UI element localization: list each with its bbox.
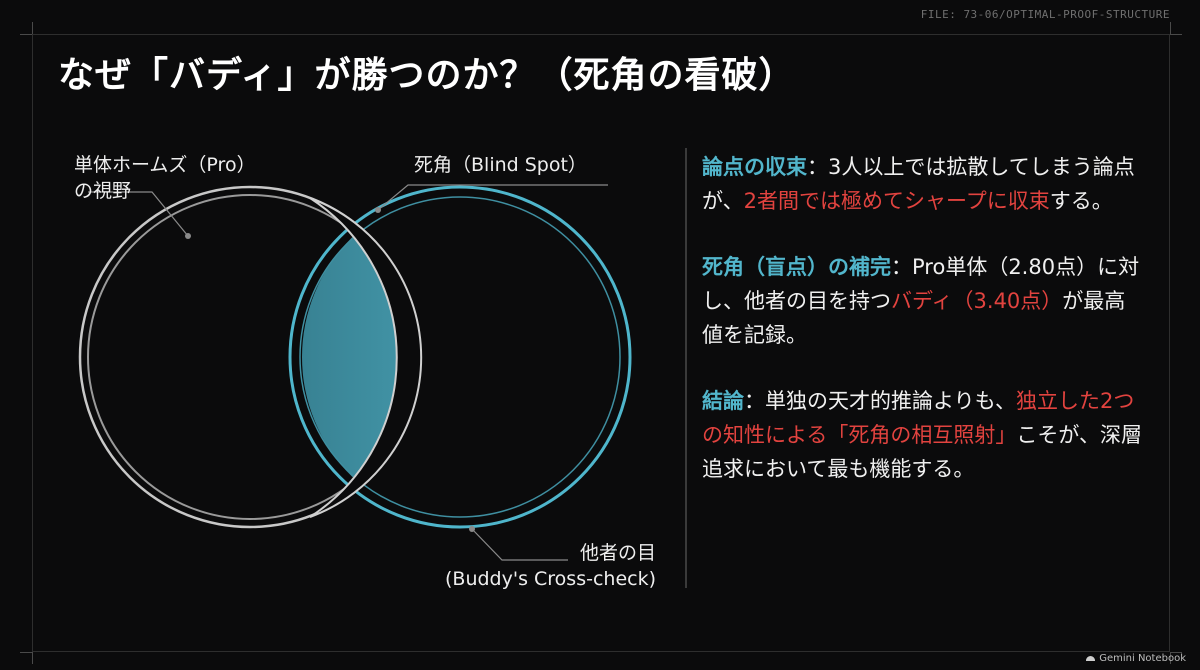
frame-tick: [20, 652, 32, 653]
label-other-line1: 他者の目: [579, 542, 656, 564]
explanation-panel: 論点の収束：3人以上では拡散してしまう論点が、2者間では極めてシャープに収束する…: [702, 150, 1142, 518]
leader-line-other: [471, 528, 568, 561]
leader-line-blind: [377, 184, 608, 211]
frame-tick: [32, 22, 33, 34]
point-head: 結論: [702, 389, 744, 413]
other-eye-circle: [288, 185, 632, 529]
venn-svg: [78, 184, 632, 561]
frame-tick: [20, 34, 32, 35]
other-eye-inner-ring: [299, 196, 621, 518]
panel-divider: [685, 148, 687, 588]
point-convergence: 論点の収束：3人以上では拡散してしまう論点が、2者間では極めてシャープに収束する…: [702, 150, 1142, 218]
point-sep: ：: [744, 389, 765, 413]
point-sep: ：: [807, 155, 828, 179]
file-id: FILE: 73-06/OPTIMAL-PROOF-STRUCTURE: [920, 8, 1170, 21]
venn-diagram: 単体ホームズ（Pro） の視野 死角（Blind Spot） 他者の目 (Bud…: [60, 130, 680, 610]
brand-logo-icon: [1086, 656, 1096, 661]
label-solo-line1: 単体ホームズ（Pro）: [74, 154, 256, 176]
point-emphasis: バディ（3.40点）: [891, 289, 1063, 313]
label-blind-spot: 死角（Blind Spot）: [414, 154, 587, 176]
frame-tick: [1170, 34, 1182, 35]
slide-title: なぜ「バディ」が勝つのか？（死角の看破）: [58, 55, 796, 96]
point-text-end: が最高値を記録。: [702, 289, 1126, 347]
frame-tick: [1170, 22, 1171, 34]
blind-spot-crescent: [309, 197, 423, 518]
point-text: Pro単体（2.80点）に対し、他者の目を持つ: [702, 255, 1140, 313]
frame-tick: [32, 652, 33, 664]
frame-tick: [1170, 652, 1171, 664]
leader-dot-other: [469, 526, 475, 532]
point-sep: ：: [891, 255, 912, 279]
label-solo-line2: の視野: [74, 180, 132, 202]
leader-dot-blind: [375, 207, 381, 213]
slide-frame: [32, 34, 1170, 652]
label-other-line2: (Buddy's Cross-check): [445, 568, 656, 590]
point-emphasis: 2者間では極めてシャープに収束: [743, 189, 1050, 213]
point-emphasis: 独立した2つの知性による「死角の相互照射」: [702, 389, 1135, 447]
point-text-end: する。: [1049, 189, 1113, 213]
leader-dot-solo: [185, 233, 191, 239]
point-conclusion: 結論：単独の天才的推論よりも、独立した2つの知性による「死角の相互照射」こそが、…: [702, 384, 1142, 486]
point-text-end: こそが、深層追求において最も機能する。: [702, 423, 1142, 481]
label-solo-view: 単体ホームズ（Pro） の視野: [74, 152, 256, 204]
point-head: 論点の収束: [702, 155, 807, 179]
brand-name: Gemini Notebook: [1099, 653, 1186, 664]
point-text: 3人以上では拡散してしまう論点が、: [702, 155, 1135, 213]
point-head: 死角（盲点）の補完: [702, 255, 891, 279]
point-blind-spot: 死角（盲点）の補完：Pro単体（2.80点）に対し、他者の目を持つバディ（3.4…: [702, 250, 1142, 352]
frame-tick: [1170, 652, 1182, 653]
label-other-eye: 他者の目 (Buddy's Cross-check): [424, 540, 656, 592]
point-text: 単独の天才的推論よりも、: [765, 389, 1016, 413]
leader-line-solo: [88, 191, 189, 237]
brand-watermark: Gemini Notebook: [1086, 653, 1186, 664]
